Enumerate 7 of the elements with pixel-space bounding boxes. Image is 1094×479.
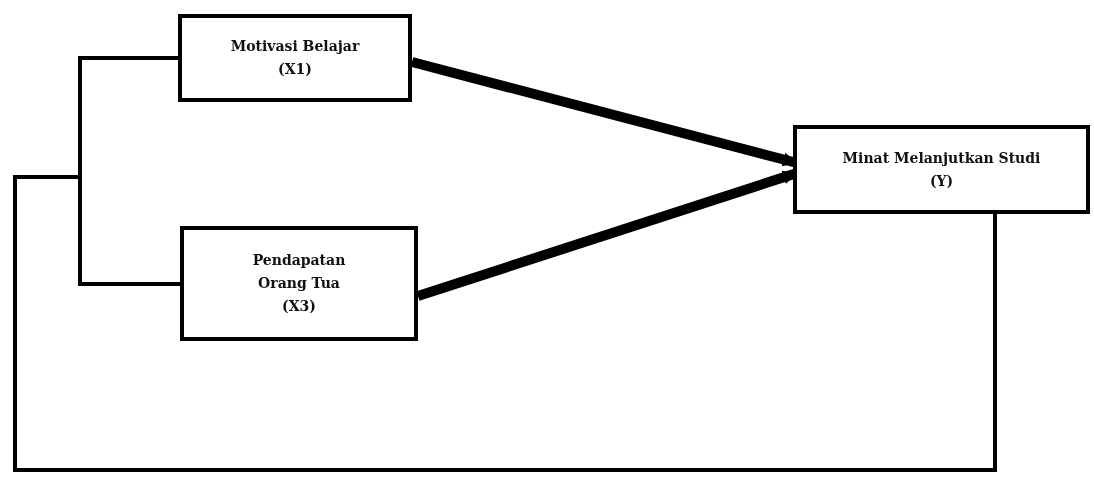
variable-box — [178, 14, 412, 102]
variable-box — [793, 125, 1090, 214]
variable-label: Minat Melanjutkan Studi (Y) — [841, 148, 1042, 191]
variable-label: Motivasi Belajar (X1) — [229, 37, 361, 79]
connector-line — [13, 175, 997, 472]
variable-box — [180, 226, 418, 341]
variable-label: Pendapatan Orang Tua (X3) — [251, 251, 347, 316]
